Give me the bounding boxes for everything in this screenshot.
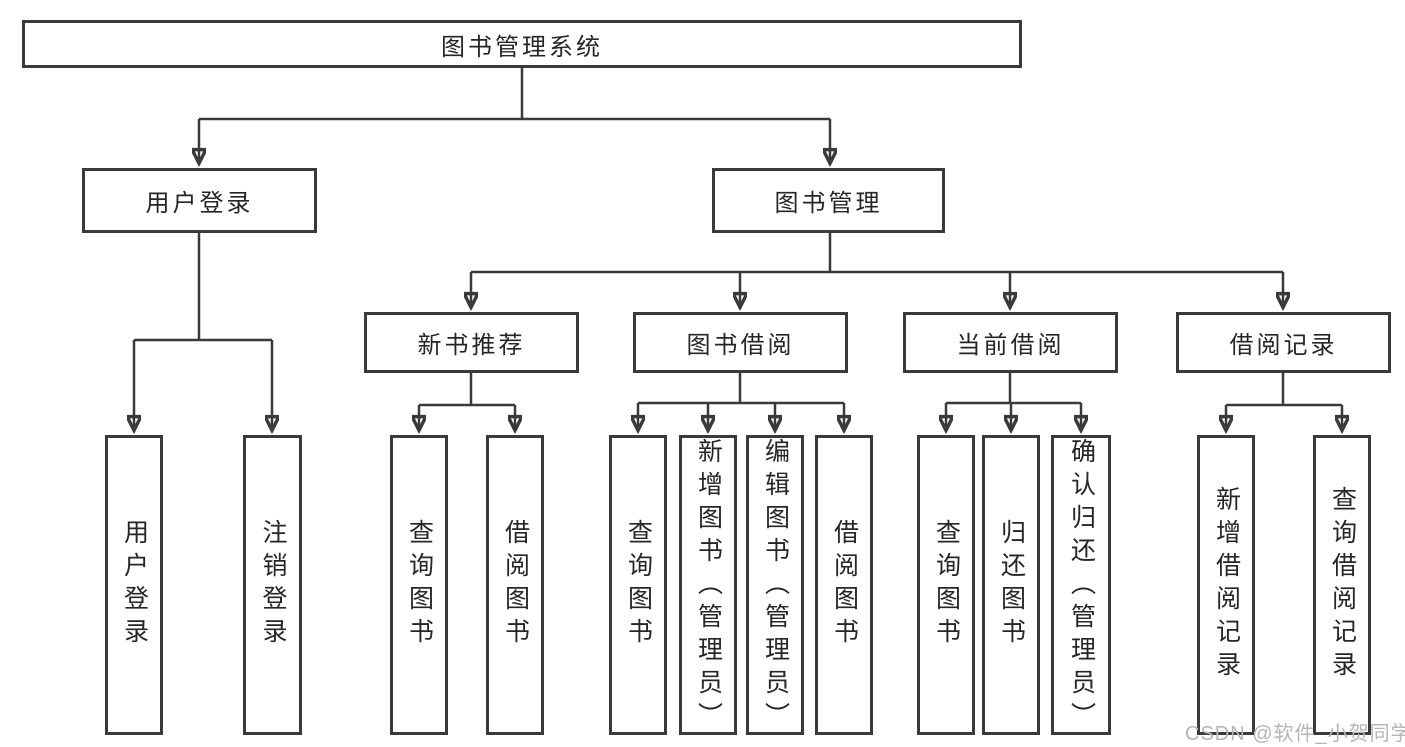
leaf-logout: 注销登录 <box>243 435 302 735</box>
csdn-watermark: CSDN @软件_小贺同学 <box>1185 723 1405 745</box>
node-borrow-records: 借阅记录 <box>1176 312 1391 373</box>
connector-book-borrow-children <box>638 373 844 429</box>
connector-root-to-level1 <box>199 68 830 162</box>
leaf-query-borrow-record: 查询借阅记录 <box>1313 435 1371 735</box>
connector-current-borrow-children <box>946 373 1081 429</box>
node-current-borrow: 当前借阅 <box>903 312 1118 373</box>
leaf-user-login: 用户登录 <box>105 435 163 735</box>
leaf-query-books-borrow: 查询图书 <box>609 435 667 735</box>
leaf-borrow-books-recommend: 借阅图书 <box>486 435 544 735</box>
leaf-query-books-recommend: 查询图书 <box>390 435 448 735</box>
node-root-system: 图书管理系统 <box>22 20 1022 68</box>
node-new-book-recommend: 新书推荐 <box>364 312 579 373</box>
connector-user-login-children <box>134 233 272 429</box>
connector-new-book-children <box>419 373 515 429</box>
leaf-query-books-current: 查询图书 <box>917 435 975 735</box>
leaf-add-borrow-record: 新增借阅记录 <box>1197 435 1255 735</box>
leaf-return-book: 归还图书 <box>982 435 1040 735</box>
leaf-confirm-return-admin: 确认归还（管理员） <box>1051 435 1111 735</box>
node-book-management: 图书管理 <box>712 168 945 233</box>
leaf-borrow-books: 借阅图书 <box>815 435 873 735</box>
connector-book-management-children <box>471 233 1283 306</box>
node-book-borrow: 图书借阅 <box>633 312 848 373</box>
node-user-login: 用户登录 <box>82 168 317 233</box>
leaf-edit-book-admin: 编辑图书（管理员） <box>746 435 804 735</box>
leaf-add-book-admin: 新增图书（管理员） <box>679 435 737 735</box>
connector-borrow-record-children <box>1226 373 1342 429</box>
